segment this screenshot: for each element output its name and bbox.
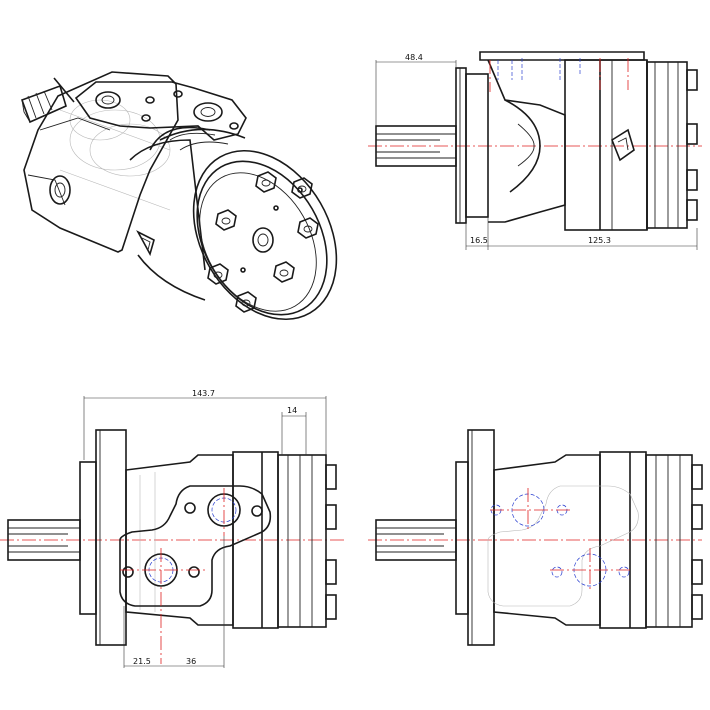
dim-port-offset-b: 36 xyxy=(186,657,196,666)
iso-body xyxy=(129,126,246,301)
iso-hidden-lines xyxy=(59,99,171,211)
front-flange xyxy=(79,429,127,646)
side-end-cap xyxy=(646,61,698,229)
dim-flange-to-shaft: 48.4 xyxy=(405,53,423,62)
front-shaft xyxy=(7,519,81,561)
iso-port-plate xyxy=(74,81,247,141)
isometric-view xyxy=(20,71,338,321)
iso-shaft xyxy=(20,77,75,124)
brand-logo-icon xyxy=(136,230,155,257)
front-dimensions: 143.7 14 21.5 36 xyxy=(83,389,327,668)
front-view-with-flange-ports: 143.7 14 21.5 36 xyxy=(0,389,345,668)
dim-port-offset-a: 21.5 xyxy=(133,657,151,666)
bolt-icon xyxy=(207,263,229,285)
iso-end-cap xyxy=(192,149,338,321)
dim-shaft-offset: 16.5 xyxy=(470,236,488,245)
side-flange xyxy=(455,67,489,224)
side-hidden-ports xyxy=(489,58,629,92)
dim-overall-length: 143.7 xyxy=(192,389,215,398)
iso-center-port xyxy=(252,227,274,253)
side-elevation-view: 48.4 16.5 125.3 xyxy=(368,51,702,250)
dim-end-cap-width: 14 xyxy=(287,406,297,415)
front-housing xyxy=(125,451,337,629)
bolt-icon xyxy=(235,291,257,313)
dim-body-length: 125.3 xyxy=(588,236,611,245)
iso-flange xyxy=(23,71,179,253)
back-housing xyxy=(493,451,703,629)
side-housing xyxy=(479,51,648,231)
bolt-icon xyxy=(297,217,319,239)
bolt-icon xyxy=(291,177,313,199)
bolt-icon xyxy=(273,261,295,283)
side-dimensions: 48.4 16.5 125.3 xyxy=(375,53,698,250)
brand-logo-icon xyxy=(611,128,635,162)
back-view xyxy=(368,429,703,646)
back-hidden-port-plate xyxy=(487,485,639,607)
front-port-plate xyxy=(119,485,272,664)
back-flange xyxy=(455,429,495,646)
bolt-icon xyxy=(255,171,277,193)
bolt-icon xyxy=(215,209,237,231)
iso-bolts xyxy=(207,171,319,313)
